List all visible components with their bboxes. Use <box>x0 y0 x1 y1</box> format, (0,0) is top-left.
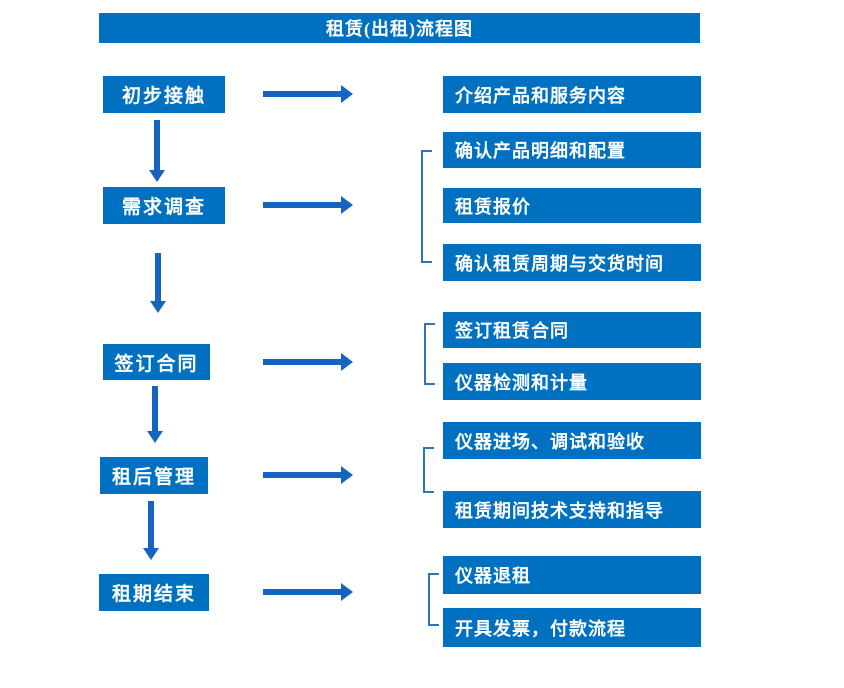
step-box-initial-contact: 初步接触 <box>103 76 225 113</box>
arrow-head <box>341 353 353 371</box>
arrow-shaft <box>154 120 160 170</box>
step-box-post-rental-management: 租后管理 <box>100 457 208 494</box>
detail-box-rental-quote: 租赁报价 <box>443 188 701 223</box>
arrow-head <box>341 583 353 601</box>
step-box-rental-end: 租期结束 <box>99 574 209 611</box>
down-arrow-icon-3 <box>147 386 163 443</box>
arrow-shaft <box>148 501 154 548</box>
arrow-head <box>150 301 166 313</box>
detail-box-sign-rental-contract: 签订租赁合同 <box>443 312 701 348</box>
group-bracket-sign-contract <box>424 323 435 385</box>
right-arrow-icon-3 <box>263 353 353 371</box>
detail-box-introduce-products-services: 介绍产品和服务内容 <box>443 76 701 113</box>
flowchart-title: 租赁(出租)流程图 <box>99 13 700 43</box>
down-arrow-icon-4 <box>143 501 159 560</box>
right-arrow-icon-5 <box>263 583 353 601</box>
right-arrow-icon-1 <box>263 85 353 103</box>
arrow-shaft <box>155 253 161 301</box>
step-box-sign-contract: 签订合同 <box>103 344 210 380</box>
detail-box-invoice-payment-process: 开具发票，付款流程 <box>443 608 701 647</box>
group-bracket-demand-survey <box>421 150 432 263</box>
arrow-shaft <box>263 472 341 478</box>
detail-box-confirm-product-details-config: 确认产品明细和配置 <box>443 132 701 168</box>
detail-box-instrument-inspection-measurement: 仪器检测和计量 <box>443 363 701 400</box>
arrow-head <box>149 170 165 182</box>
arrow-shaft <box>263 202 341 208</box>
detail-box-instrument-entry-debug-acceptance: 仪器进场、调试和验收 <box>443 422 701 459</box>
arrow-head <box>143 548 159 560</box>
detail-box-instrument-return: 仪器退租 <box>443 556 701 594</box>
group-bracket-post-rental-management <box>423 447 434 493</box>
right-arrow-icon-4 <box>263 466 353 484</box>
step-box-demand-survey: 需求调查 <box>103 187 225 224</box>
down-arrow-icon-1 <box>149 120 165 182</box>
right-arrow-icon-2 <box>263 196 353 214</box>
detail-box-rental-period-tech-support: 租赁期间技术支持和指导 <box>443 491 701 528</box>
arrow-shaft <box>263 359 341 365</box>
detail-box-confirm-rental-period-delivery: 确认租赁周期与交货时间 <box>443 244 701 281</box>
arrow-head <box>341 466 353 484</box>
arrow-head <box>147 431 163 443</box>
arrow-shaft <box>263 91 341 97</box>
arrow-shaft <box>263 589 341 595</box>
arrow-shaft <box>152 386 158 431</box>
down-arrow-icon-2 <box>150 253 166 313</box>
arrow-head <box>341 196 353 214</box>
group-bracket-rental-end <box>428 573 439 626</box>
arrow-head <box>341 85 353 103</box>
